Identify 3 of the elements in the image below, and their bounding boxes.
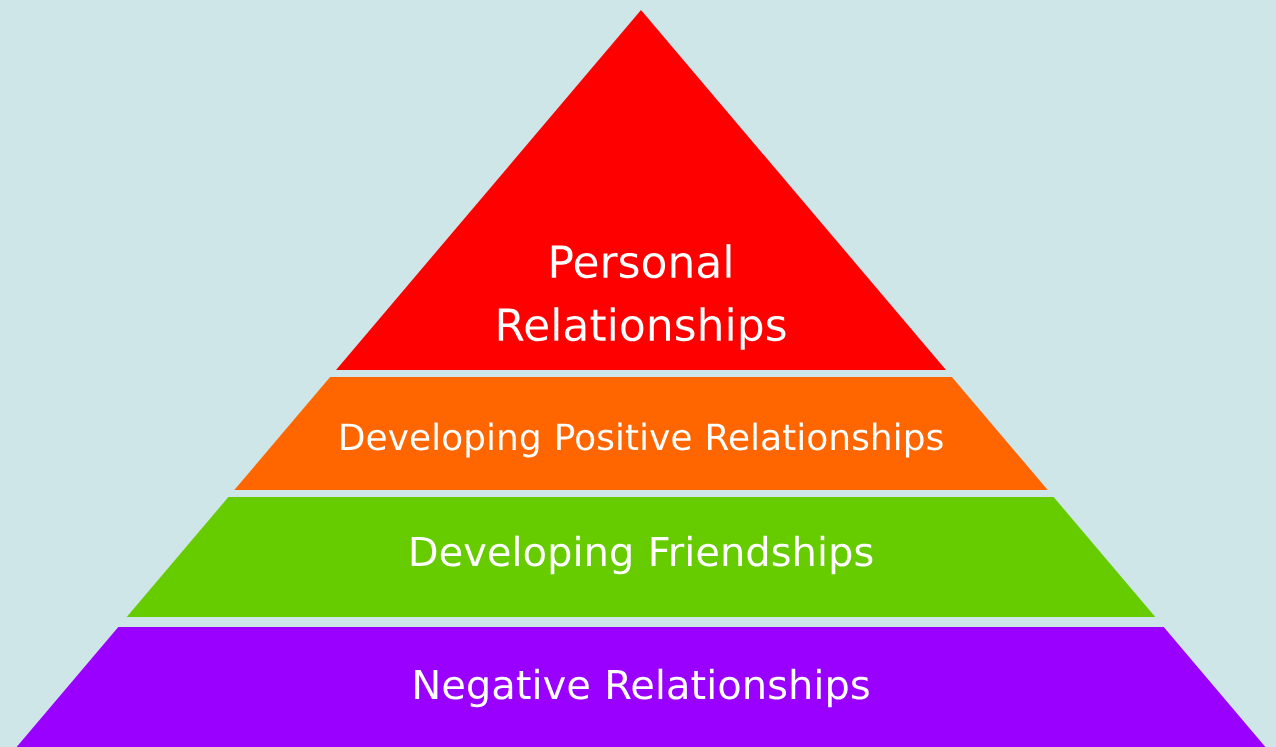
pyramid-apex: Personal Relationships bbox=[336, 10, 946, 370]
pyramid-layer: Negative Relationships bbox=[16, 627, 1266, 747]
pyramid-layer: Developing Positive Relationships bbox=[234, 377, 1048, 490]
